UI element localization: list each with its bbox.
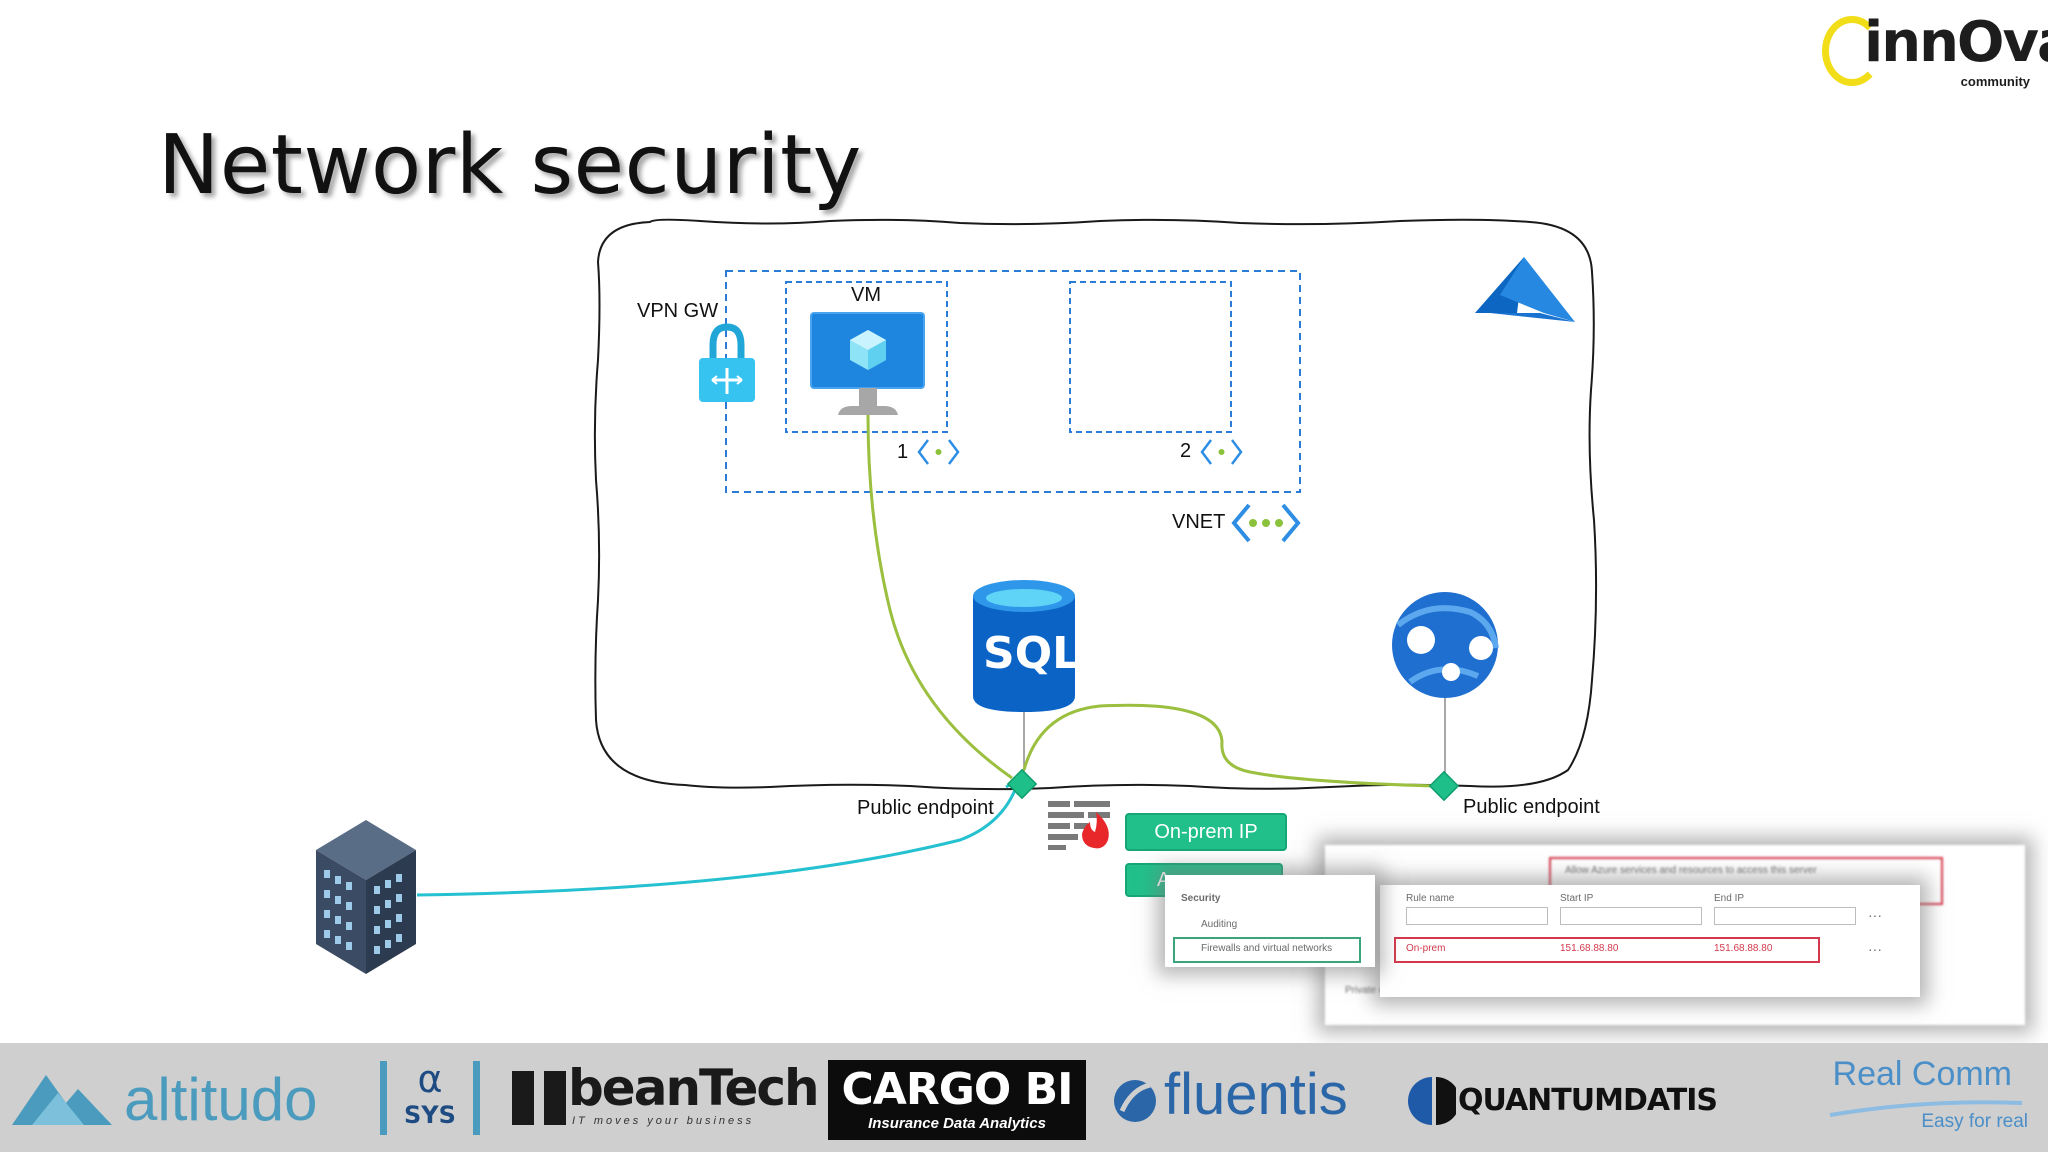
logo-word: innOva <box>1864 10 2048 75</box>
on-prem-building-icon <box>316 820 416 974</box>
endpoint-diamond-icon <box>1428 770 1460 802</box>
virtual-network-icon <box>1231 503 1301 543</box>
vm-to-sql-connection <box>866 414 1013 780</box>
row-start-ip: 151.68.88.80 <box>1560 943 1619 954</box>
col-rule-name: Rule name <box>1406 893 1455 904</box>
onprem-to-sql-connection <box>416 789 1017 897</box>
fluentis-word: fluentis <box>1164 1062 1348 1127</box>
innova-community-logo: innOva community <box>1820 8 2048 89</box>
row-end-ip: 151.68.88.80 <box>1714 943 1773 954</box>
realcomm-tagline: Easy for real <box>1921 1111 2028 1132</box>
on-prem-ip-rule: On-prem IP <box>1125 813 1287 851</box>
beantech-word: beanTech <box>568 1059 820 1117</box>
sql-public-endpoint-label: Public endpoint <box>857 797 994 819</box>
subnet-1-label: 1 <box>897 441 909 463</box>
asys-sys: SYS <box>404 1101 456 1129</box>
sponsor-beantech: beanTech IT moves your business <box>510 1059 820 1133</box>
altitudo-word: altitudo <box>124 1066 318 1133</box>
quantumdatis-mark-icon <box>1408 1077 1460 1125</box>
subnet-1-boundary <box>785 281 948 433</box>
endpoint-diamond-icon <box>1006 768 1038 800</box>
slide-title: Network security <box>158 118 862 213</box>
app-service-icon <box>1392 592 1499 698</box>
firewall-icon <box>1048 800 1110 850</box>
beantech-tagline: IT moves your business <box>572 1115 755 1127</box>
rule-name-input <box>1406 907 1548 925</box>
portal-menu-sheet: Security Auditing Firewalls and virtual … <box>1165 875 1375 967</box>
vnet-label: VNET <box>1172 511 1226 533</box>
on-prem-row-highlight <box>1394 937 1820 963</box>
sponsor-asys: α SYS <box>380 1057 480 1135</box>
menu-auditing: Auditing <box>1201 919 1238 930</box>
portal-rules-sheet: Rule name Start IP End IP ··· On-prem 15… <box>1380 885 1920 997</box>
subnet-2-boundary <box>1069 281 1232 433</box>
sponsor-bar: altitudo α SYS beanTech IT moves your bu… <box>0 1043 2048 1152</box>
more-icon: ··· <box>1868 941 1882 957</box>
security-heading: Security <box>1181 893 1221 904</box>
azure-logo-icon <box>1475 257 1575 322</box>
sponsor-altitudo: altitudo <box>8 1063 368 1133</box>
realcomm-swoosh-icon <box>1829 1100 2023 1117</box>
firewalls-menu-highlight <box>1173 937 1361 963</box>
vm-label: VM <box>851 284 881 306</box>
col-end-ip: End IP <box>1714 893 1745 904</box>
allow-azure-services-text: Allow Azure services and resources to ac… <box>1565 865 1817 876</box>
on-prem-ip-rule-label: On-prem IP <box>1154 820 1258 843</box>
logo-sub: community <box>1960 74 2030 89</box>
azure-cloud-boundary <box>593 218 1598 791</box>
cargo-bi-tagline: Insurance Data Analytics <box>868 1115 1046 1132</box>
app-public-endpoint-label: Public endpoint <box>1463 796 1600 818</box>
cargo-bi-word: CARGO BI <box>841 1064 1074 1115</box>
fluentis-swirl-icon <box>1114 1080 1156 1122</box>
logo-arc-icon <box>1822 16 1882 86</box>
vpn-gateway-icon <box>699 323 755 402</box>
sql-label: SQL <box>983 628 1081 679</box>
app-to-sql-connection <box>1022 703 1436 788</box>
virtual-machine-icon <box>810 312 925 415</box>
row-rule-name: On-prem <box>1406 943 1446 954</box>
beantech-mark-icon <box>512 1071 566 1125</box>
menu-firewalls: Firewalls and virtual networks <box>1201 943 1333 954</box>
sponsor-cargo-bi: CARGO BI Insurance Data Analytics <box>828 1060 1086 1140</box>
more-icon: ··· <box>1868 907 1882 923</box>
portal-firewall-screenshot: Allow Azure services and resources to ac… <box>1165 845 2035 1035</box>
sql-database-icon <box>973 580 1075 712</box>
end-ip-input <box>1714 907 1856 925</box>
vpn-gw-label: VPN GW <box>637 300 719 322</box>
sponsor-quantumdatis: QUANTUMDATIS <box>1408 1073 1798 1129</box>
start-ip-input <box>1560 907 1702 925</box>
sponsor-fluentis: fluentis <box>1110 1062 1390 1133</box>
sponsor-realcomm: Real Comm Easy for real <box>1826 1055 2036 1145</box>
col-start-ip: Start IP <box>1560 893 1594 904</box>
asys-alpha: α <box>417 1057 443 1101</box>
realcomm-word: Real Comm <box>1832 1055 2012 1093</box>
subnet-icon <box>917 439 960 465</box>
altitudo-mountain-icon <box>12 1075 112 1125</box>
quantumdatis-word: QUANTUMDATIS <box>1458 1083 1718 1118</box>
subnet-2-label: 2 <box>1180 440 1192 462</box>
subnet-icon <box>1200 439 1243 465</box>
